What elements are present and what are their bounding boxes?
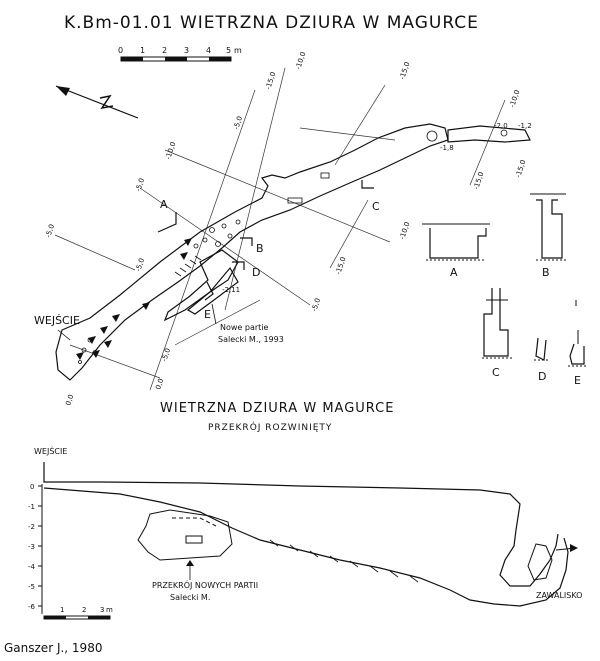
depth-label: -5,0 <box>44 223 56 238</box>
depth-label: 0,0 <box>64 394 75 407</box>
profile-scale-bar: 1 2 3 m <box>43 606 113 620</box>
profile-scale-tick: 3 <box>100 606 104 614</box>
depth-label: 0,0 <box>154 378 165 391</box>
section-marker-d: D <box>252 266 260 279</box>
section-marker-c: C <box>372 200 380 213</box>
profile-depth-tick: -5 <box>28 583 35 591</box>
depth-label: -15,0 <box>264 71 277 91</box>
profile-depth-tick: -3 <box>28 543 35 551</box>
profile-entrance-label: WEJŚCIE <box>34 445 67 456</box>
profile-depth-tick: -1 <box>28 503 35 511</box>
depth-label: -10,0 <box>398 221 411 241</box>
page-title: K.Bm-01.01 WIETRZNA DZIURA W MAGURCE <box>64 13 479 33</box>
section-marker-e: E <box>204 308 211 321</box>
plan-entrance-label: WEJŚCIE <box>34 314 80 327</box>
plan-scale-unit: m <box>234 46 242 55</box>
plan-new-parts-author: Salecki M., 1993 <box>218 335 284 344</box>
depth-label: -10,0 <box>294 51 307 71</box>
cross-section-label-d: D <box>538 370 546 383</box>
profile-depth-tick: 0 <box>30 483 34 491</box>
plan-scale-tick-0: 0 <box>118 46 123 55</box>
profile-scale-tick: 2 <box>82 606 86 614</box>
plan-scale-bar: 0 1 2 3 4 5 m <box>118 46 242 62</box>
depth-label: -5,0 <box>310 297 322 312</box>
section-marker-a: A <box>160 198 168 211</box>
cross-section-label-c: C <box>492 366 500 379</box>
entrance-arrows <box>76 238 192 360</box>
plan-scale-tick-1: 1 <box>140 46 145 55</box>
profile-new-parts-arrowhead <box>186 560 194 566</box>
profile-depth-tick: -4 <box>28 563 36 571</box>
cross-section-e: E <box>568 300 588 387</box>
plan-scale-tick-2: 2 <box>162 46 167 55</box>
profile-collapse-label: ZAWALISKO <box>536 591 582 600</box>
north-arrow-icon <box>55 85 139 119</box>
depth-label: -5,0 <box>134 177 146 192</box>
depth-label: -2,0 <box>494 122 508 130</box>
plan-new-parts-leader <box>211 303 217 325</box>
cross-section-b: B <box>530 193 566 279</box>
cross-section-label-e: E <box>574 374 581 387</box>
depth-label: -10,0 <box>508 89 521 109</box>
depth-label: -10,0 <box>164 141 177 161</box>
depth-label: -1,8 <box>440 144 454 152</box>
profile-scale-tick: 1 <box>60 606 64 614</box>
profile-scale-unit: m <box>106 606 113 614</box>
cross-section-c: C <box>482 288 512 379</box>
plan-cave-outline <box>55 123 531 381</box>
depth-label: -15,0 <box>398 61 411 81</box>
cross-section-label-a: A <box>450 266 458 279</box>
plan-scale-tick-5: 5 <box>226 46 231 55</box>
plan-scale-tick-3: 3 <box>184 46 189 55</box>
depth-label: -5,0 <box>160 347 172 362</box>
cross-section-d: D <box>534 337 550 383</box>
plan-slope-hatching <box>174 255 202 277</box>
plan-depth-labels: -15,0 -10,0 -15,0 -5,0 -10,0 -5,0 -5,0 -… <box>44 51 531 407</box>
section-marker-b: B <box>256 242 264 255</box>
plan-section-markers <box>157 180 374 301</box>
profile-depth-axis: 0 -1 -2 -3 -4 -5 -6 <box>28 483 43 614</box>
plan-cave-features <box>78 129 508 364</box>
plan-new-parts-label: Nowe partie <box>220 323 269 332</box>
profile-ceiling-blocks <box>269 539 419 583</box>
profile-new-parts-label: PRZEKRÓJ NOWYCH PARTII <box>152 579 258 590</box>
profile-new-parts-chamber <box>137 509 233 561</box>
plan-entrance-leader <box>57 329 71 341</box>
profile-depth-tick: -6 <box>28 603 36 611</box>
depth-label: -5,0 <box>232 115 244 130</box>
profile-collapse-chamber <box>527 543 553 581</box>
profile-new-parts-author: Salecki M. <box>170 593 210 602</box>
depth-label: -15,0 <box>334 256 347 276</box>
author-credit: Ganszer J., 1980 <box>4 641 102 655</box>
depth-label: -15,0 <box>514 159 527 179</box>
plan-scale-tick-4: 4 <box>206 46 211 55</box>
profile-continuation-arrowhead <box>570 544 578 552</box>
profile-title: WIETRZNA DZIURA W MAGURCE <box>160 401 394 416</box>
depth-label: -2,11 <box>222 286 240 294</box>
profile-subtitle: PRZEKRÓJ ROZWINIĘTY <box>208 421 332 433</box>
cross-section-label-b: B <box>542 266 550 279</box>
depth-label: -1,2 <box>518 122 532 130</box>
profile-cave-outline <box>43 462 569 607</box>
cross-section-a: A <box>422 223 490 279</box>
depth-label: -5,0 <box>134 257 146 272</box>
profile-depth-tick: -2 <box>28 523 35 531</box>
